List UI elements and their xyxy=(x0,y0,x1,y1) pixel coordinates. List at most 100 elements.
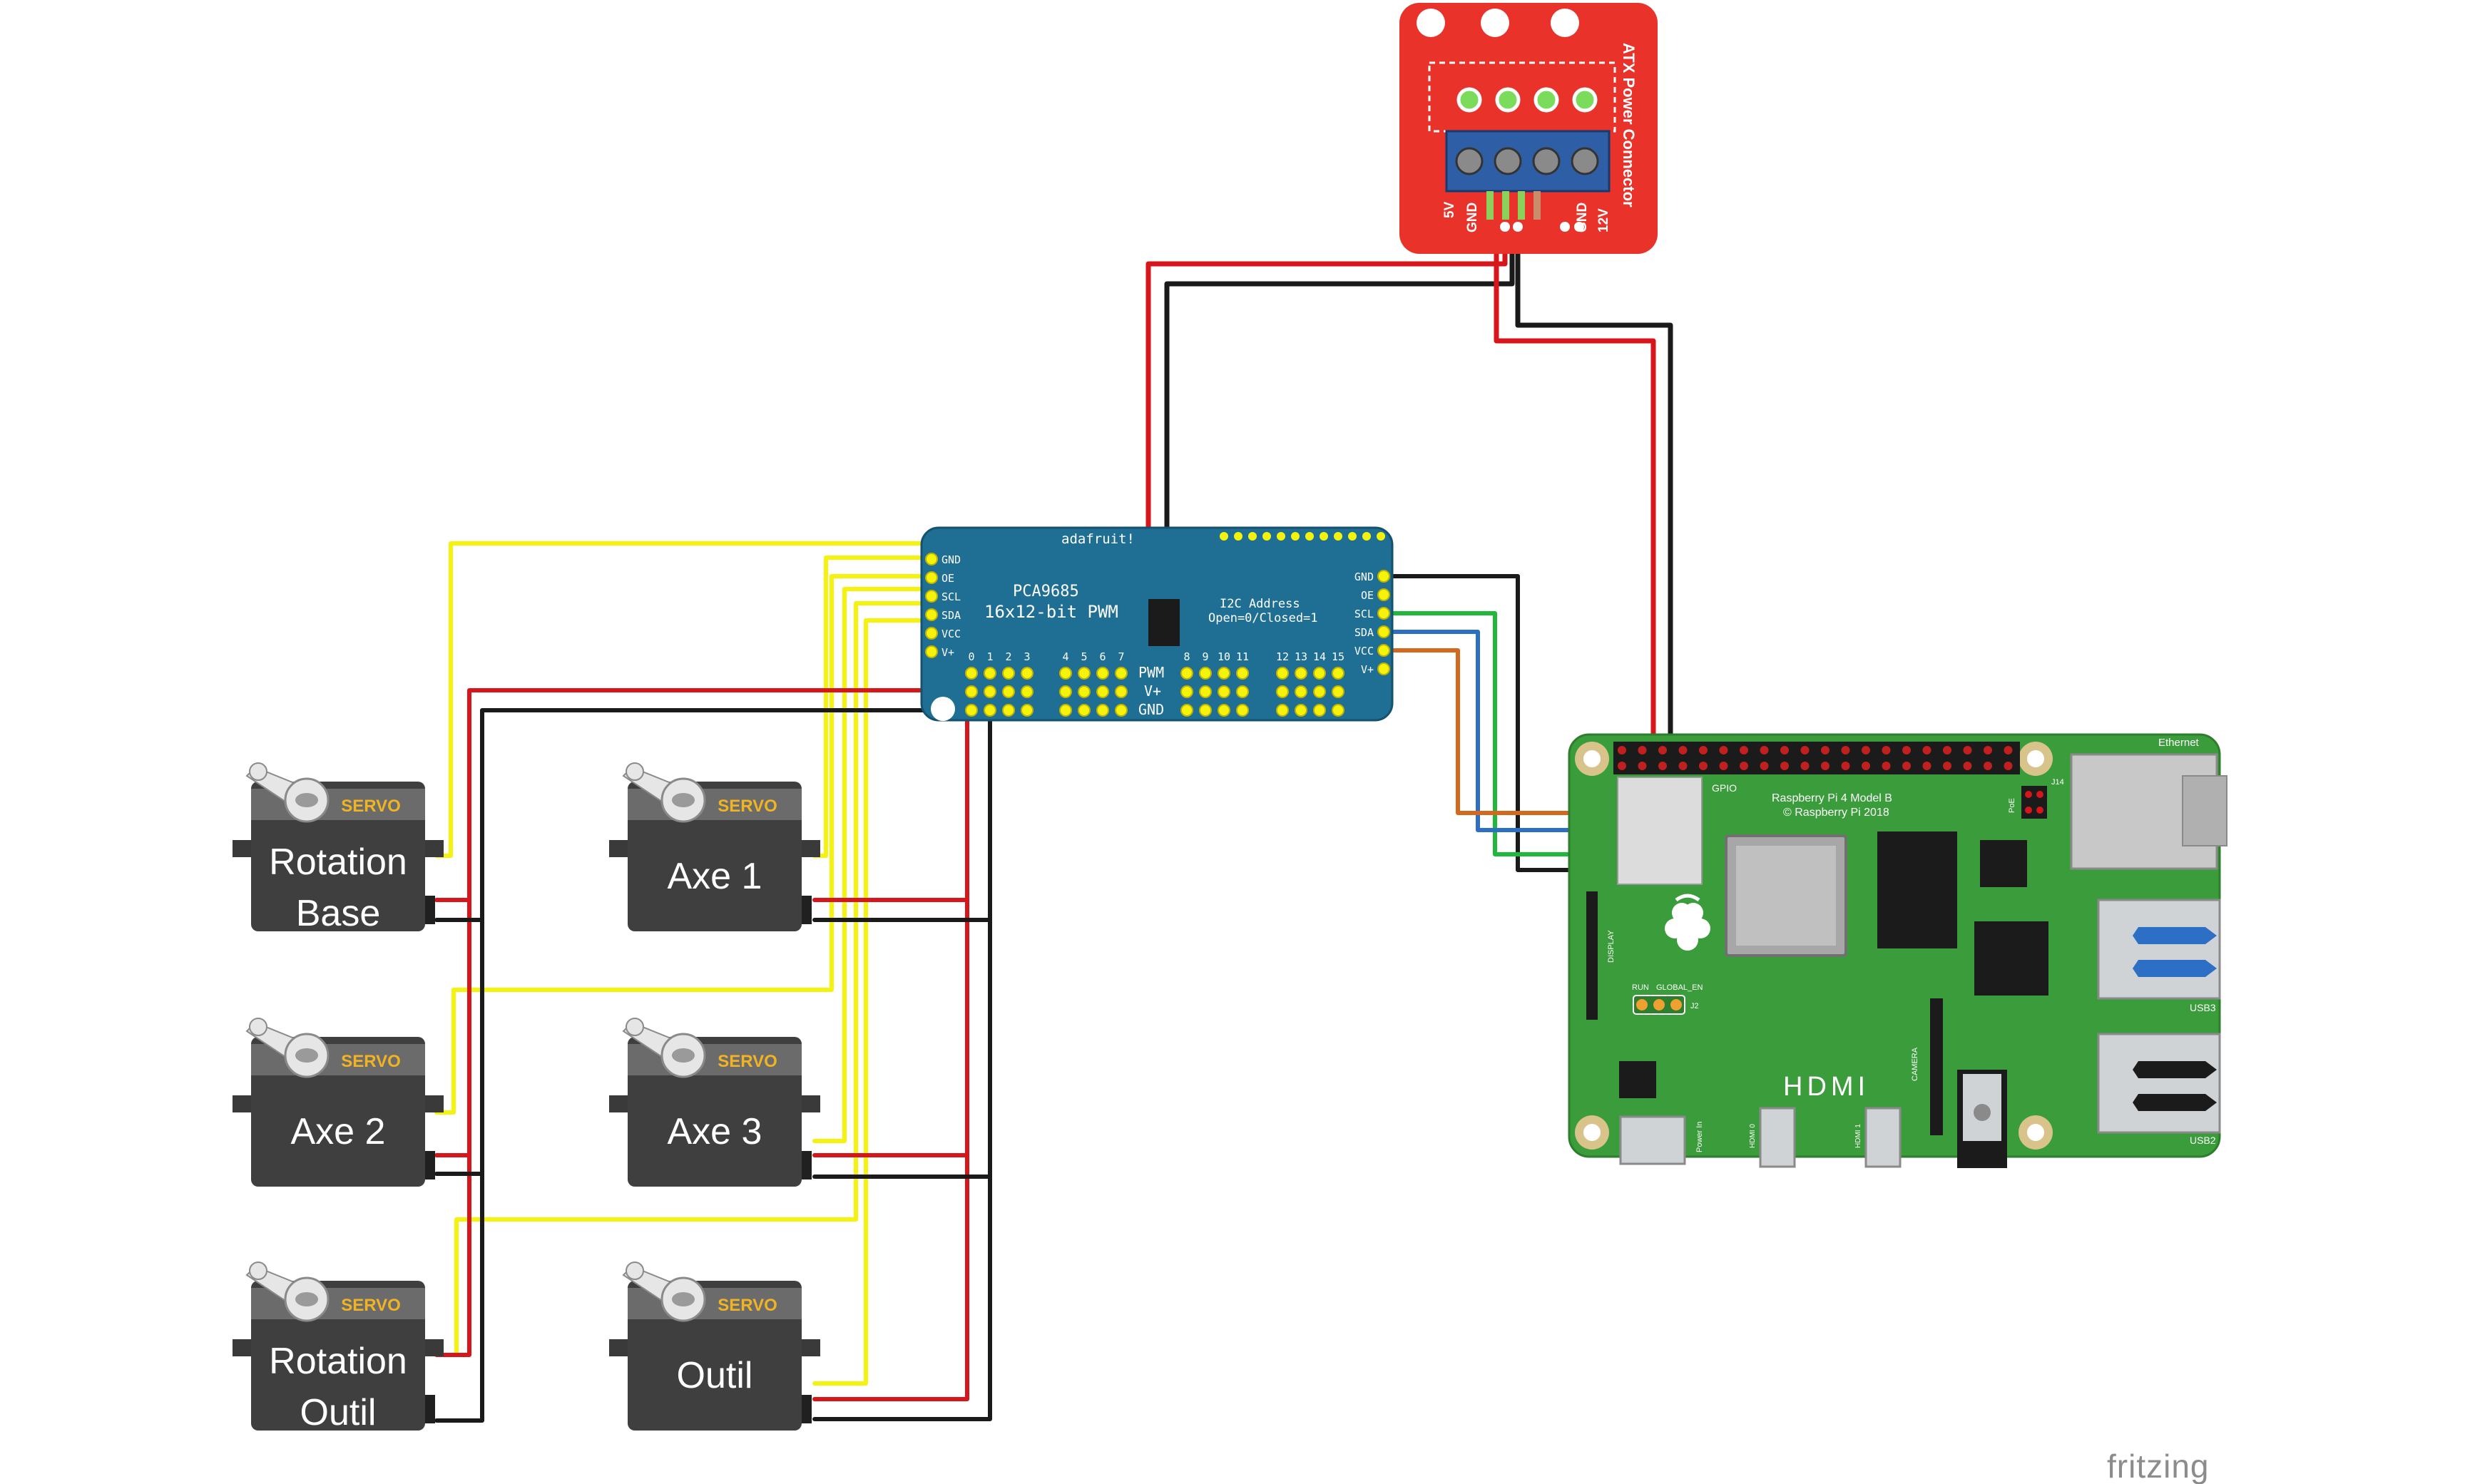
pwm-channel-pin xyxy=(1236,685,1249,698)
pwm-right-pin-label: OE xyxy=(1361,589,1374,602)
gpio-pin xyxy=(1658,762,1667,770)
wire-atx-5v-to-pwm xyxy=(1145,224,1508,538)
pwm-right-pin xyxy=(1377,625,1390,638)
gpio-pin xyxy=(1922,762,1931,770)
pwm-address-pad xyxy=(1277,532,1285,541)
pwm-left-pin-label: GND xyxy=(941,553,961,566)
pwm-channel-pin xyxy=(1002,667,1015,680)
atx-title: ATX Power Connector xyxy=(1620,43,1638,208)
usb-controller-chip xyxy=(1980,840,2027,887)
usb2-port[interactable] xyxy=(2097,1033,2221,1134)
pwm-right-pin-label: SDA xyxy=(1354,626,1374,639)
usb2-slot xyxy=(2133,1094,2217,1111)
pwm-channel-number: 3 xyxy=(1024,650,1030,663)
atx-pin-label-12v: 12V xyxy=(1596,208,1611,232)
pwm-channel-pin xyxy=(1180,704,1193,717)
pwm-left-pin-label: V+ xyxy=(941,646,954,659)
pwm-brand: adafruit! xyxy=(1061,531,1135,547)
hdmi1-port[interactable] xyxy=(1864,1107,1902,1168)
gpio-pin xyxy=(1638,746,1647,754)
pwm-channel-pin xyxy=(1078,704,1091,717)
pwm-address-pad xyxy=(1348,532,1357,541)
gpio-pin xyxy=(1882,762,1891,770)
atx-header-pin xyxy=(1513,222,1523,232)
atx-header-pin xyxy=(1500,222,1510,232)
pwm-channel-pin xyxy=(1313,704,1326,717)
pwm-right-pin-label: SCL xyxy=(1354,608,1374,620)
gpio-pin xyxy=(1800,762,1810,770)
pwm-channel-number: 8 xyxy=(1183,650,1190,663)
poe-header xyxy=(2021,786,2047,819)
pwm-channel-number: 6 xyxy=(1099,650,1106,663)
pwm-right-pin xyxy=(1377,662,1390,675)
pwm-left-pin xyxy=(925,645,938,658)
pwm-left-pin xyxy=(925,590,938,603)
gpio-pin xyxy=(1740,746,1748,754)
gpio-pin xyxy=(1902,746,1911,754)
gpio-pin xyxy=(1678,762,1688,770)
servo-label: Axe 3 xyxy=(668,1111,762,1152)
power-usb-c-port[interactable] xyxy=(1619,1115,1686,1165)
gpio-pin xyxy=(1963,762,1972,770)
pwm-channel-pin xyxy=(1002,704,1015,717)
atx-pin xyxy=(1502,191,1509,220)
atx-board xyxy=(1399,3,1658,254)
global-en-label: GLOBAL_EN xyxy=(1656,983,1703,992)
pwm-channel-pin xyxy=(965,704,978,717)
usb2-slot xyxy=(2133,1061,2217,1078)
pwm-channel-pin xyxy=(965,667,978,680)
pwm-channel-pin xyxy=(1078,667,1091,680)
pwm-channel-pin xyxy=(1021,667,1034,680)
gpio-pin xyxy=(2004,762,2013,770)
pwm-left-pin xyxy=(925,608,938,621)
wire-atx-gnd-to-pwm xyxy=(1164,224,1515,538)
pwm-right-pin-label: GND xyxy=(1354,570,1374,583)
pwm-channel-number: 2 xyxy=(1005,650,1011,663)
gpio-pin xyxy=(1740,762,1748,770)
pwm-channel-pin xyxy=(1115,704,1128,717)
servo-badge: SERVO xyxy=(341,1296,401,1315)
display-connector xyxy=(1586,891,1598,1020)
gpio-pin xyxy=(1821,746,1829,754)
servo-badge: SERVO xyxy=(718,1052,777,1071)
atx-pad xyxy=(1572,87,1598,113)
pwm-channel-pin xyxy=(1096,685,1109,698)
wire-power-bus-main xyxy=(434,688,958,1357)
hdmi0-port[interactable] xyxy=(1759,1107,1796,1168)
wire-signal-axe-2 xyxy=(434,574,944,1115)
soc-heat-spreader xyxy=(1736,846,1836,946)
pwm-channel-pin xyxy=(1021,685,1034,698)
pwm-channel-pin xyxy=(1096,704,1109,717)
servo-label: Axe 2 xyxy=(291,1111,386,1152)
pwm-channel-number: 11 xyxy=(1236,650,1249,663)
usb3-port[interactable] xyxy=(2097,899,2221,1000)
wire-atx-5v-to-pi xyxy=(1494,224,1656,753)
atx-pin-label-gnd: GND xyxy=(1465,203,1480,232)
power-in-label: Power In xyxy=(1695,1122,1704,1152)
pwm-address-pad xyxy=(1305,532,1314,541)
pwm-address-pad xyxy=(1291,532,1300,541)
camera-label: CAMERA xyxy=(1911,1047,1919,1081)
pwm-right-pin-label: VCC xyxy=(1354,645,1374,657)
pwm-rail-pwm: PWM xyxy=(1138,664,1164,681)
pwm-left-pin-label: SCL xyxy=(941,590,961,603)
pwm-channel-pin xyxy=(1002,685,1015,698)
terminal-screw xyxy=(1455,147,1484,175)
pi-model: Raspberry Pi 4 Model B xyxy=(1772,792,1892,804)
pwm-channel-pin xyxy=(1180,685,1193,698)
ethernet-label: Ethernet xyxy=(2158,737,2200,749)
gpio-pin xyxy=(1862,746,1870,754)
wire-ground-bus-main xyxy=(434,708,986,1423)
pwm-address-pad xyxy=(1220,532,1228,541)
servo-badge: SERVO xyxy=(718,1296,777,1315)
pwm-address-1: I2C Address xyxy=(1220,597,1300,611)
poe-label: PoE xyxy=(2008,798,2016,813)
hdmi-label: HDMI xyxy=(1783,1072,1869,1102)
gpio-pin xyxy=(1821,762,1829,770)
pwm-channel-pin xyxy=(1276,704,1289,717)
servo-badge: SERVO xyxy=(718,797,777,816)
